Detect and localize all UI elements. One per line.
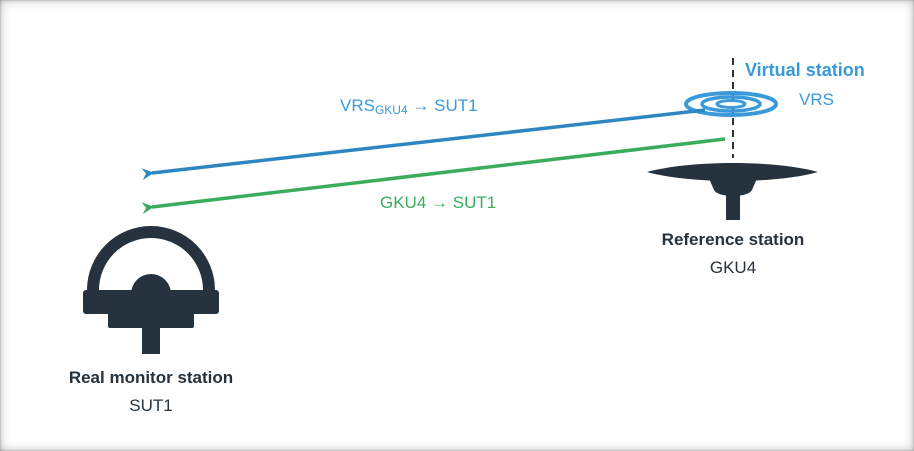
vrs-to-sut1-arrow xyxy=(141,108,706,181)
direct-arrow-label: GKU4 → SUT1 xyxy=(380,193,497,212)
gku4-to-sut1-arrow xyxy=(141,137,726,215)
vrs-arrow-label: VRSGKU4 → SUT1 xyxy=(340,96,478,117)
virtual-station-title: Virtual station xyxy=(745,60,865,80)
reference-station-id: GKU4 xyxy=(709,258,757,277)
vrs-arrow-label-prefix: VRS xyxy=(340,96,375,115)
monitor-station-title: Real monitor station xyxy=(68,368,234,387)
reference-station-title: Reference station xyxy=(661,230,805,249)
virtual-station-icon xyxy=(684,91,778,117)
reference-antenna-icon xyxy=(647,163,818,220)
vrs-arrow-label-subscript: GKU4 xyxy=(374,103,408,117)
virtual-station-id: VRS xyxy=(799,90,834,109)
vrs-arrow-label-suffix: → SUT1 xyxy=(407,96,478,115)
monitor-station-id: SUT1 xyxy=(129,396,173,415)
monitor-antenna-icon xyxy=(83,226,219,354)
